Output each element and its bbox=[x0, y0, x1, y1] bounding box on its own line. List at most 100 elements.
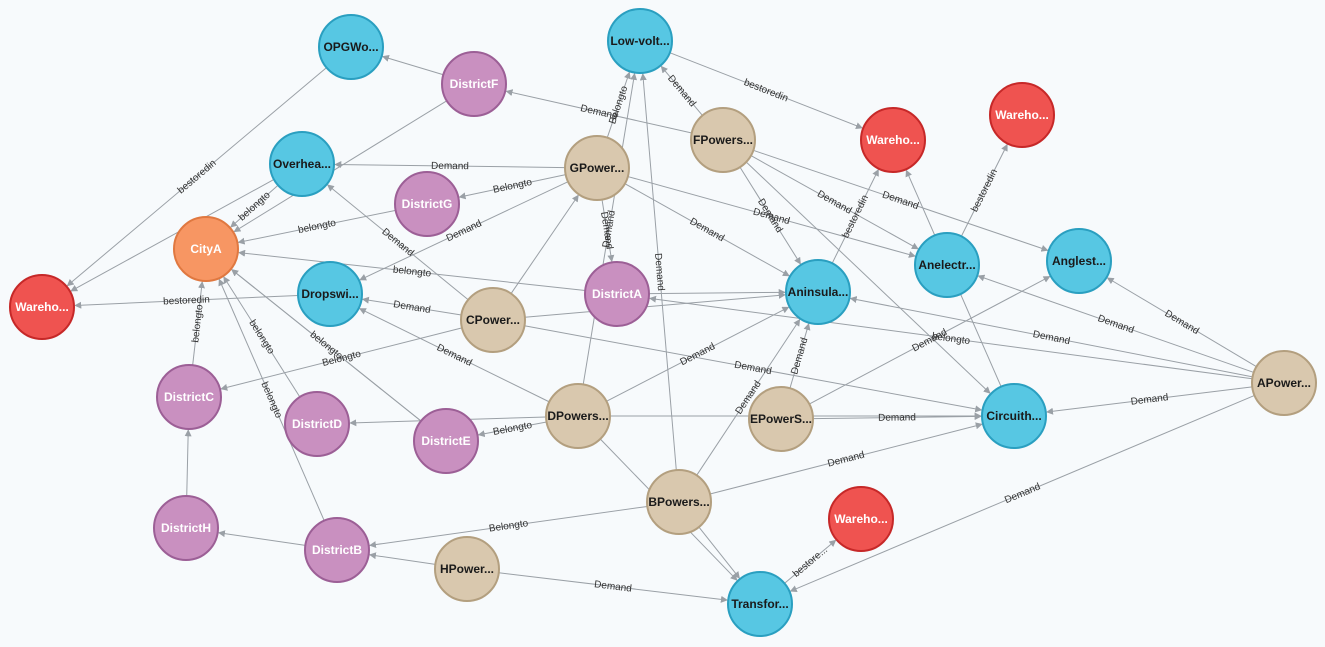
node-circuit[interactable]: Circuith... bbox=[981, 383, 1047, 449]
edge-h-power-to-transformer[interactable] bbox=[498, 572, 728, 603]
node-circle[interactable] bbox=[564, 135, 630, 201]
node-city-a[interactable]: CityA bbox=[173, 216, 239, 282]
node-circle[interactable] bbox=[914, 232, 980, 298]
node-dropswitch[interactable]: Dropswi... bbox=[297, 261, 363, 327]
node-district-d[interactable]: DistrictD bbox=[284, 391, 350, 457]
edge-f-power-to-low-volt[interactable] bbox=[660, 65, 703, 116]
node-circle[interactable] bbox=[545, 383, 611, 449]
edge-district-b-to-city-a[interactable] bbox=[218, 278, 325, 521]
edge-g-power-to-dropswitch[interactable] bbox=[359, 181, 569, 281]
edge-a-power-to-aninsulator[interactable] bbox=[849, 296, 1253, 378]
edge-c-power-to-circuit[interactable] bbox=[524, 325, 983, 413]
node-district-b[interactable]: DistrictB bbox=[304, 517, 370, 583]
node-circle[interactable] bbox=[460, 287, 526, 353]
node-circle[interactable] bbox=[828, 486, 894, 552]
node-warehouse-bottom[interactable]: Wareho... bbox=[828, 486, 894, 552]
node-circle[interactable] bbox=[607, 8, 673, 74]
edge-low-volt-to-warehouse-mid[interactable] bbox=[669, 52, 863, 129]
node-circle[interactable] bbox=[269, 131, 335, 197]
node-circle[interactable] bbox=[394, 171, 460, 237]
edge-anelectric-to-warehouse-top[interactable] bbox=[960, 143, 1008, 237]
node-circle[interactable] bbox=[153, 495, 219, 561]
edge-b-power-to-district-b[interactable] bbox=[368, 505, 648, 549]
node-district-h[interactable]: DistrictH bbox=[153, 495, 219, 561]
node-warehouse-mid[interactable]: Wareho... bbox=[860, 107, 926, 173]
edge-c-power-to-dropswitch[interactable] bbox=[361, 296, 462, 316]
edge-d-power-to-low-volt[interactable] bbox=[582, 72, 638, 385]
edge-a-power-to-transformer[interactable] bbox=[789, 394, 1255, 592]
edge-district-a-to-aninsulator[interactable] bbox=[648, 288, 786, 296]
edge-district-h-to-district-c[interactable] bbox=[184, 429, 192, 497]
node-f-power[interactable]: FPowers... bbox=[690, 107, 756, 173]
edge-f-power-to-anglesteel[interactable] bbox=[753, 149, 1049, 252]
node-circle[interactable] bbox=[989, 82, 1055, 148]
node-circle[interactable] bbox=[297, 261, 363, 327]
node-transformer[interactable]: Transfor... bbox=[727, 571, 793, 637]
edge-b-power-to-aninsulator[interactable] bbox=[696, 318, 801, 476]
node-circle[interactable] bbox=[9, 274, 75, 340]
node-g-power[interactable]: GPower... bbox=[564, 135, 630, 201]
edge-f-power-to-anelectric[interactable] bbox=[750, 155, 919, 250]
node-anelectric[interactable]: Anelectr... bbox=[914, 232, 980, 298]
node-circle[interactable] bbox=[690, 107, 756, 173]
node-circle[interactable] bbox=[584, 261, 650, 327]
edge-b-power-to-transformer[interactable] bbox=[698, 526, 740, 579]
node-district-g[interactable]: DistrictG bbox=[394, 171, 460, 237]
edge-transformer-to-warehouse-bottom[interactable] bbox=[784, 539, 837, 584]
node-circle[interactable] bbox=[413, 408, 479, 474]
node-anglesteel[interactable]: Anglest... bbox=[1046, 228, 1112, 294]
edge-district-f-to-opgw[interactable] bbox=[381, 54, 444, 76]
node-b-power[interactable]: BPowers... bbox=[646, 469, 712, 535]
edge-d-power-to-district-e[interactable] bbox=[477, 421, 547, 438]
edge-aninsulator-to-warehouse-mid[interactable] bbox=[831, 168, 879, 264]
edge-dropswitch-to-warehouse-left[interactable] bbox=[74, 294, 299, 309]
node-circle[interactable] bbox=[441, 51, 507, 117]
edge-f-power-to-aninsulator[interactable] bbox=[739, 166, 801, 265]
edge-e-power-to-anglesteel[interactable] bbox=[809, 276, 1051, 405]
edge-f-power-to-circuit[interactable] bbox=[745, 161, 991, 394]
edge-c-power-to-aninsulator[interactable] bbox=[524, 291, 786, 318]
edge-a-power-to-circuit[interactable] bbox=[1046, 386, 1253, 415]
node-warehouse-top[interactable]: Wareho... bbox=[989, 82, 1055, 148]
edge-district-d-to-city-a[interactable] bbox=[223, 276, 301, 398]
node-circle[interactable] bbox=[304, 517, 370, 583]
node-circle[interactable] bbox=[748, 386, 814, 452]
edge-d-power-to-dropswitch[interactable] bbox=[358, 308, 550, 403]
edge-district-e-to-city-a[interactable] bbox=[231, 269, 422, 422]
edge-district-g-to-city-a[interactable] bbox=[237, 209, 396, 245]
edge-opgw-to-warehouse-left[interactable] bbox=[66, 67, 327, 287]
edge-a-power-to-anglesteel[interactable] bbox=[1106, 277, 1257, 368]
edge-b-power-to-circuit[interactable] bbox=[709, 422, 983, 495]
node-circle[interactable] bbox=[173, 216, 239, 282]
node-circle[interactable] bbox=[284, 391, 350, 457]
node-circle[interactable] bbox=[981, 383, 1047, 449]
edge-c-power-to-g-power[interactable] bbox=[510, 194, 579, 294]
edge-g-power-to-low-volt[interactable] bbox=[606, 71, 631, 138]
edge-overhead-to-warehouse-left[interactable] bbox=[70, 178, 275, 292]
node-circle[interactable] bbox=[860, 107, 926, 173]
node-low-volt[interactable]: Low-volt... bbox=[607, 8, 673, 74]
edge-h-power-to-district-b[interactable] bbox=[368, 552, 436, 565]
node-district-c[interactable]: DistrictC bbox=[156, 364, 222, 430]
node-h-power[interactable]: HPower... bbox=[434, 536, 500, 602]
edge-g-power-to-district-g[interactable] bbox=[458, 174, 566, 200]
edge-e-power-to-circuit[interactable] bbox=[812, 413, 982, 421]
node-overhead[interactable]: Overhea... bbox=[269, 131, 335, 197]
node-d-power[interactable]: DPowers... bbox=[545, 383, 611, 449]
edge-g-power-to-anelectric[interactable] bbox=[627, 176, 916, 258]
edge-g-power-to-district-a[interactable] bbox=[601, 199, 615, 263]
edge-g-power-to-aninsulator[interactable] bbox=[624, 183, 790, 277]
node-district-e[interactable]: DistrictE bbox=[413, 408, 479, 474]
edge-f-power-to-district-f[interactable] bbox=[505, 89, 692, 134]
node-circle[interactable] bbox=[318, 14, 384, 80]
node-circle[interactable] bbox=[727, 571, 793, 637]
edge-a-power-to-anelectric[interactable] bbox=[977, 274, 1254, 373]
edge-district-a-to-city-a[interactable] bbox=[238, 249, 586, 292]
edge-district-b-to-district-h[interactable] bbox=[217, 530, 306, 546]
node-aninsulator[interactable]: Aninsula... bbox=[785, 259, 851, 325]
node-warehouse-left[interactable]: Wareho... bbox=[9, 274, 75, 340]
node-c-power[interactable]: CPower... bbox=[460, 287, 526, 353]
node-circle[interactable] bbox=[1046, 228, 1112, 294]
node-district-a[interactable]: DistrictA bbox=[584, 261, 650, 327]
edge-d-power-to-aninsulator[interactable] bbox=[606, 306, 790, 402]
